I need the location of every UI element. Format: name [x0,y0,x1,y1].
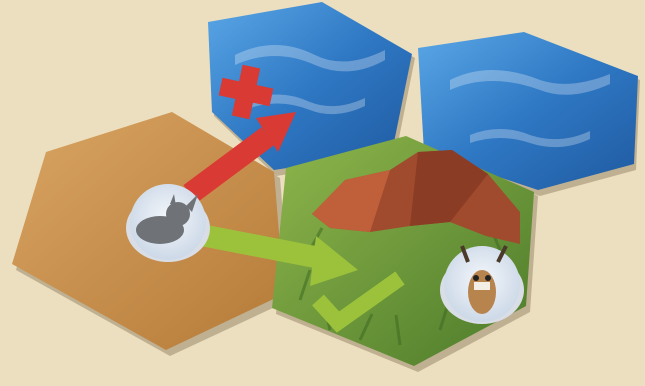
board-svg [0,0,645,386]
game-board [0,0,645,386]
